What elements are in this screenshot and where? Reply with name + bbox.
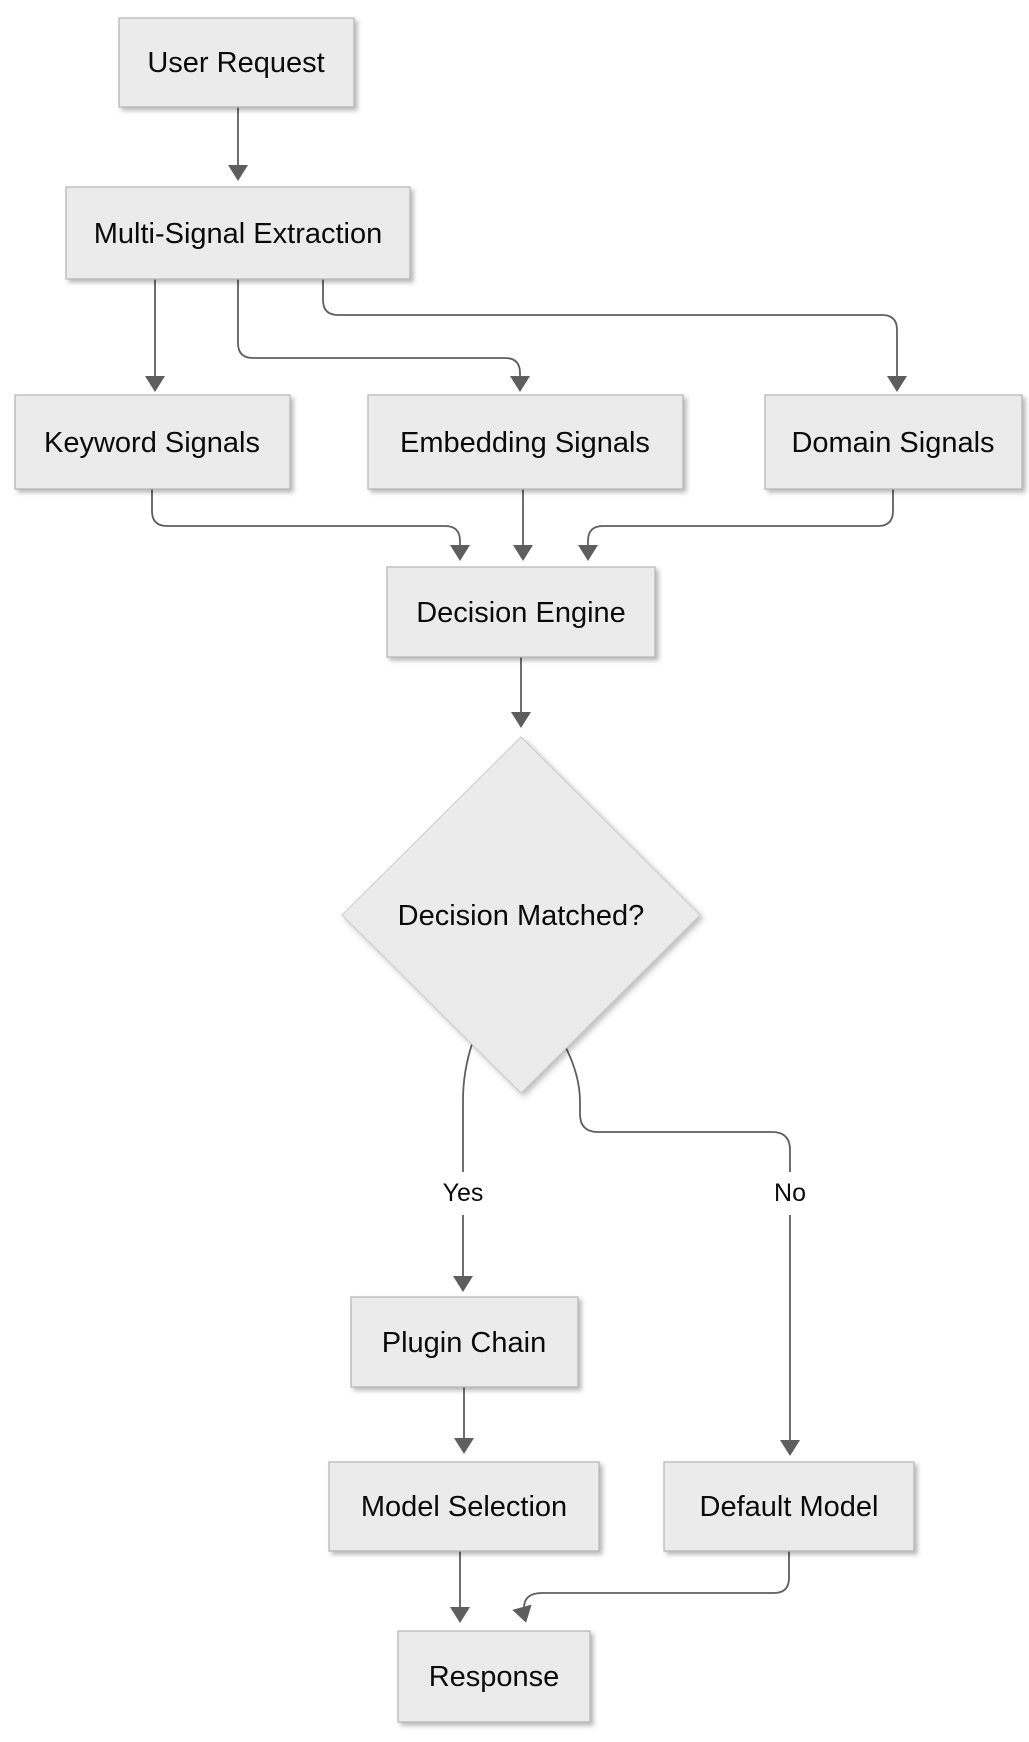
node-user-request: User Request <box>118 17 355 108</box>
node-decision-matched-label: Decision Matched? <box>398 900 645 932</box>
node-response-box <box>397 1630 591 1723</box>
node-keyword-signals: Keyword Signals <box>14 394 291 490</box>
edge-multi-signal-to-domain <box>322 279 898 376</box>
arrowhead-icon <box>450 545 470 561</box>
node-default-model: Default Model <box>663 1461 915 1552</box>
node-embedding-signals-label: Embedding Signals <box>400 427 650 459</box>
arrowhead-icon <box>780 1440 800 1456</box>
arrowhead-icon <box>578 545 598 561</box>
node-decision-engine-box <box>386 566 656 658</box>
arrowhead-icon <box>453 1276 473 1292</box>
node-domain-signals-label: Domain Signals <box>791 427 994 459</box>
node-domain-signals-box <box>764 394 1023 490</box>
edge-multi-signal-to-embedding <box>237 279 521 376</box>
node-decision-engine: Decision Engine <box>386 566 656 658</box>
arrowhead-icon <box>454 1438 474 1454</box>
arrowhead-icon <box>510 376 530 392</box>
node-embedding-signals: Embedding Signals <box>367 394 684 490</box>
edge-keyword-to-decision-engine <box>151 489 461 545</box>
node-keyword-signals-box <box>14 394 291 490</box>
node-model-selection-box <box>328 1461 600 1552</box>
edge-layer: Yes No <box>145 107 907 1623</box>
arrowhead-icon <box>145 376 165 392</box>
node-decision-matched-diamond <box>341 736 701 1094</box>
node-response: Response <box>397 1630 591 1723</box>
node-default-model-label: Default Model <box>700 1491 879 1523</box>
node-keyword-signals-label: Keyword Signals <box>44 427 260 459</box>
node-model-selection-label: Model Selection <box>361 1491 567 1523</box>
arrowhead-icon <box>887 376 907 392</box>
node-plugin-chain: Plugin Chain <box>350 1296 579 1388</box>
node-domain-signals: Domain Signals <box>764 394 1023 490</box>
node-multi-signal-extraction: Multi-Signal Extraction <box>65 186 411 280</box>
edge-diamond-yes-to-plugin-chain <box>462 1043 473 1276</box>
arrowhead-icon <box>513 545 533 561</box>
node-plugin-chain-box <box>350 1296 579 1388</box>
node-user-request-label: User Request <box>147 47 324 79</box>
edge-default-model-to-response <box>523 1551 790 1609</box>
node-decision-matched: Decision Matched? <box>341 736 701 1094</box>
arrowhead-icon <box>511 712 531 728</box>
arrowhead-icon <box>450 1607 470 1623</box>
node-multi-signal-extraction-box <box>65 186 411 280</box>
edge-label-no: No <box>774 1179 806 1207</box>
node-model-selection: Model Selection <box>328 1461 600 1552</box>
node-multi-signal-extraction-label: Multi-Signal Extraction <box>94 218 383 250</box>
edge-label-yes: Yes <box>443 1179 484 1207</box>
node-response-label: Response <box>429 1661 560 1693</box>
node-plugin-chain-label: Plugin Chain <box>382 1327 546 1359</box>
node-embedding-signals-box <box>367 394 684 490</box>
arrowhead-icon <box>512 1604 532 1623</box>
arrowhead-icon <box>228 165 248 181</box>
node-user-request-box <box>118 17 355 108</box>
node-decision-engine-label: Decision Engine <box>416 597 626 629</box>
edge-domain-to-decision-engine <box>587 489 894 545</box>
edge-diamond-no-to-default-model <box>564 1045 791 1440</box>
node-default-model-box <box>663 1461 915 1552</box>
